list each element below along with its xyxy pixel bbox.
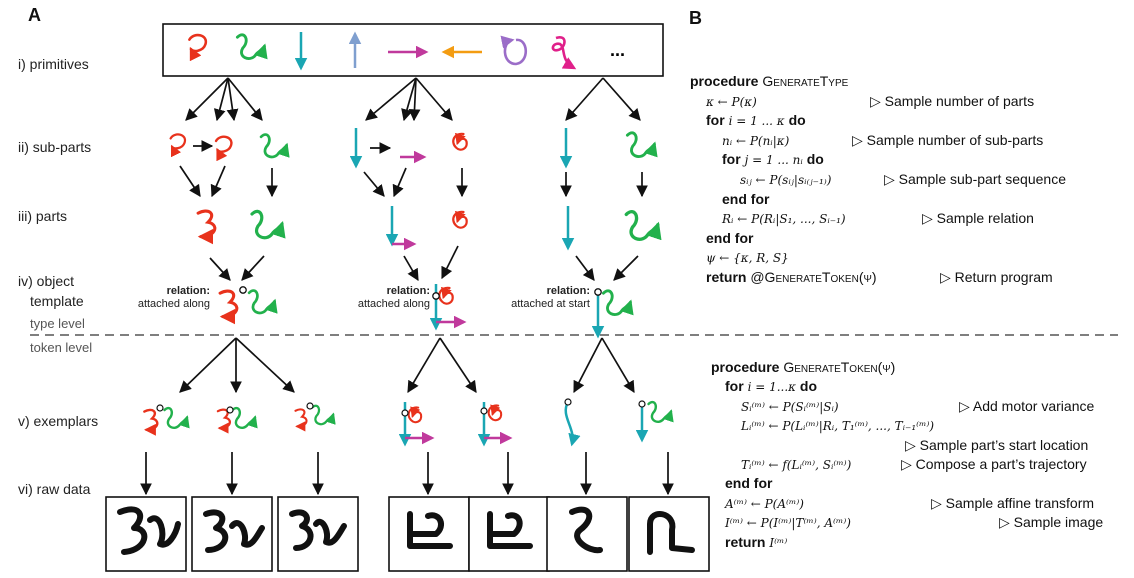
gt-line8-math: Rᵢ ← P(Rᵢ|S₁, ..., Sᵢ₋₁)	[722, 212, 846, 227]
raw-glyphs	[117, 506, 695, 555]
relation-col1-head: relation:	[166, 285, 210, 297]
gt-procedure-kw: procedure	[690, 73, 759, 89]
gt-line10-math: ψ ← {κ, R, S}	[706, 251, 789, 266]
gk-for-math: i = 1...κ	[747, 380, 797, 395]
gk-for-do: do	[799, 378, 818, 395]
part-col1-red3	[198, 211, 215, 237]
gt-procedure-name: GenerateType	[762, 73, 849, 89]
exemplar-6	[564, 398, 581, 447]
exemplar-5	[477, 402, 513, 447]
gt-return-comment: ▷ Return program	[940, 268, 1053, 285]
subpart-col2-red-loop	[453, 134, 466, 150]
row-label-template: template	[30, 293, 84, 309]
gk-line6-math: Tᵢ⁽ᵐ⁾ ← f(Lᵢ⁽ᵐ⁾, Sᵢ⁽ᵐ⁾)	[741, 457, 852, 472]
exemplar-1	[144, 404, 187, 430]
gt-for1-math: i = 1 ... κ	[728, 114, 785, 129]
gk-procedure-name: GenerateToken(ψ)	[783, 359, 896, 375]
gk-return-math: I⁽ᵐ⁾	[769, 535, 788, 550]
exemplar-3	[295, 402, 333, 426]
exemplar-7	[635, 400, 671, 443]
subpart-col1-red-a	[171, 134, 185, 148]
relation-col1-text: attached along	[137, 298, 210, 310]
gk-line9-math: I⁽ᵐ⁾ ← P(I⁽ᵐ⁾|T⁽ᵐ⁾, A⁽ᵐ⁾)	[725, 516, 851, 531]
gk-line6-comment: ▷ Compose a part’s trajectory	[901, 455, 1087, 472]
gt-for1-do: do	[788, 112, 806, 129]
gk-line9-comment: ▷ Sample image	[999, 514, 1104, 531]
generate-type-algorithm: procedure GenerateType κ ← P(κ) ▷ Sample …	[690, 72, 1120, 288]
generate-token-algorithm: procedure GenerateToken(ψ) for i = 1...κ…	[711, 358, 1121, 552]
row-label-object-template: iv) object template	[18, 271, 84, 311]
gt-line2-comment: ▷ Sample number of parts	[870, 92, 1035, 109]
row-label-raw-data: vi) raw data	[18, 481, 91, 497]
relation-col2: relation: attached along	[334, 285, 430, 311]
panel-a-label: A	[28, 5, 41, 25]
row-label-object: iv) object	[18, 273, 75, 289]
token-level-label: token level	[30, 340, 93, 355]
gk-line3-comment: ▷ Add motor variance	[959, 397, 1095, 414]
relation-col2-text: attached along	[357, 298, 430, 310]
relation-col2-head: relation:	[386, 285, 430, 297]
relation-col1: relation: attached along	[130, 285, 210, 311]
gk-line8-math: A⁽ᵐ⁾ ← P(A⁽ᵐ⁾)	[725, 496, 804, 511]
gt-for2-do: do	[806, 151, 824, 168]
arrows-primitives-to-subparts	[185, 77, 641, 122]
primitive-pink-loop	[551, 36, 577, 70]
gk-for-kw: for	[725, 378, 744, 395]
gt-line6-comment: ▷ Sample sub-part sequence	[884, 170, 1066, 187]
gt-line4-math: nᵢ ← P(nᵢ|κ)	[722, 133, 790, 148]
arrows-parts-to-template	[209, 245, 639, 282]
subpart-col3-green	[627, 133, 654, 157]
panel-b-label: B	[689, 8, 702, 28]
template-col2	[429, 284, 467, 331]
primitives-ellipsis: ...	[610, 40, 625, 60]
gk-line4-math: Lᵢ⁽ᵐ⁾ ← P(Lᵢ⁽ᵐ⁾|Rᵢ, T₁⁽ᵐ⁾, ..., Tᵢ₋₁⁽ᵐ⁾)	[741, 419, 935, 434]
gk-line8-comment: ▷ Sample affine transform	[931, 494, 1095, 511]
row-label-subparts: ii) sub-parts	[18, 139, 92, 155]
relation-col3-head: relation:	[546, 285, 590, 297]
type-level-label: type level	[30, 316, 85, 331]
primitives-box	[162, 23, 664, 77]
gt-for2-kw: for	[722, 151, 741, 168]
gt-return-kw: return	[706, 268, 747, 285]
part-col1-green	[252, 211, 282, 237]
gk-procedure-kw: procedure	[711, 359, 780, 375]
relation-col3-text: attached at start	[511, 298, 590, 310]
row-label-primitives: i) primitives	[18, 56, 89, 72]
relation-col3: relation: attached at start	[486, 285, 590, 311]
exemplar-4	[398, 402, 435, 447]
gk-endfor: end for	[725, 475, 773, 492]
exemplar-2	[218, 406, 255, 428]
arrows-template-to-exemplars	[179, 337, 635, 394]
part-col2-red-loop	[453, 212, 466, 228]
row-label-parts: iii) parts	[18, 208, 68, 224]
gt-endfor1: end for	[722, 190, 770, 207]
arrows-exemplars-to-raw	[140, 452, 674, 496]
gt-endfor2: end for	[706, 229, 754, 246]
gt-line4-comment: ▷ Sample number of sub-parts	[852, 131, 1044, 148]
arrows-subparts-to-parts	[179, 165, 648, 198]
subpart-col1-red-b	[216, 137, 231, 152]
gk-return-kw: return	[725, 533, 766, 550]
gt-line8-comment: ▷ Sample relation	[922, 210, 1034, 227]
gk-line5-comment: ▷ Sample part’s start location	[905, 436, 1089, 453]
gt-for1-kw: for	[706, 112, 725, 129]
template-col1	[220, 286, 275, 317]
template-col3	[591, 288, 631, 339]
gt-return-call: @GenerateToken(ψ)	[750, 268, 877, 285]
gt-line6-math: sᵢⱼ ← P(sᵢⱼ|sᵢ₍ⱼ₋₁₎)	[740, 172, 832, 187]
gk-line3-math: Sᵢ⁽ᵐ⁾ ← P(Sᵢ⁽ᵐ⁾|Sᵢ)	[741, 399, 839, 414]
gt-for2-math: j = 1 ... nᵢ	[744, 153, 803, 168]
part-col3-green	[626, 212, 658, 240]
subpart-col1-green	[261, 135, 287, 157]
gt-line2-math: κ ← P(κ)	[706, 94, 757, 109]
primitive-purple-circle	[500, 35, 528, 66]
row-label-exemplars: v) exemplars	[18, 413, 99, 429]
